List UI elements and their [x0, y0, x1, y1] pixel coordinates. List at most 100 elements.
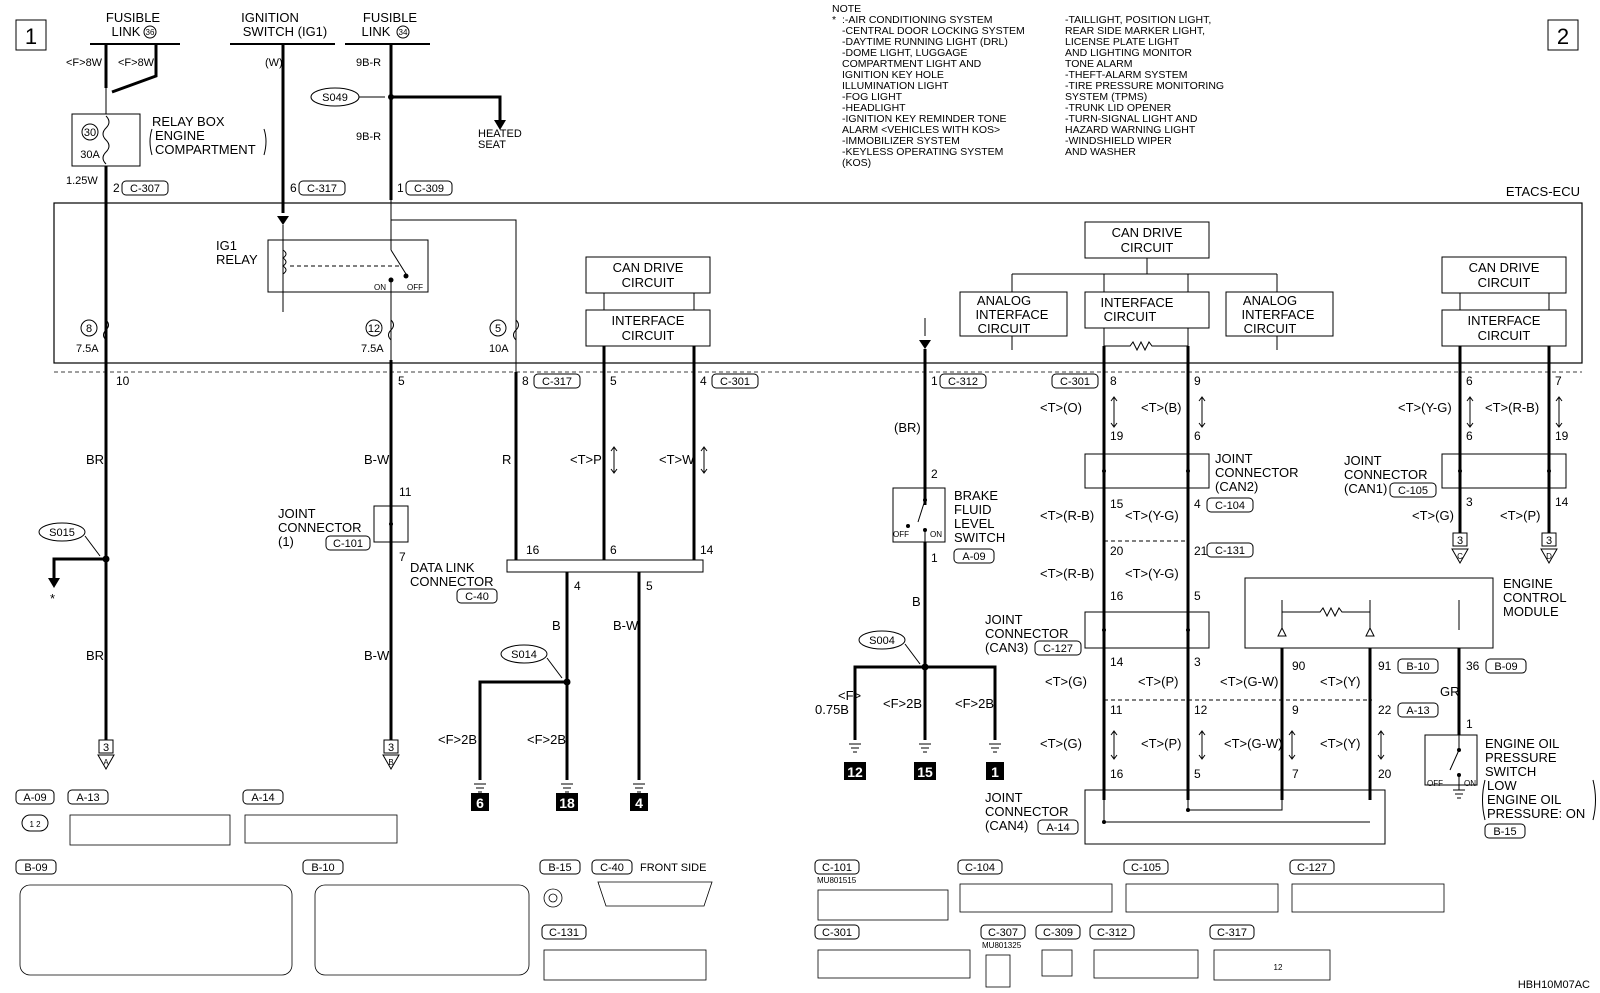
wire-t-p-can1: <T>(P): [1500, 508, 1540, 523]
pin-7-can4: 7: [1292, 767, 1299, 781]
ref-3a: 3 A: [97, 739, 115, 771]
ref-3d: 3 D: [1540, 532, 1558, 565]
connector-c301-right: C-301: [1060, 376, 1090, 388]
svg-text:ANALOG: ANALOG: [1243, 293, 1297, 308]
pin-20-can4: 20: [1378, 767, 1392, 781]
joint-connector-can3: JOINT CONNECTOR (CAN3) C-127 14 3: [985, 611, 1210, 669]
pin-6-can1: 6: [1466, 374, 1473, 388]
can-drive-circuit-left: CAN DRIVE CIRCUIT INTERFACE CIRCUIT: [585, 256, 711, 347]
note-line: AND WASHER: [1065, 146, 1136, 158]
svg-text:CAN DRIVE: CAN DRIVE: [1112, 225, 1183, 240]
connector-view-b09: B-09: [15, 859, 293, 976]
engine-oil-pressure-switch: 1 OFF ON ENGINE OIL PRESSURE SWITCH LOW …: [1424, 717, 1596, 839]
svg-text:19: 19: [1110, 429, 1124, 443]
svg-text:OFF: OFF: [407, 283, 423, 292]
note-line: SYSTEM (TPMS): [1065, 91, 1147, 103]
svg-text:CIRCUIT: CIRCUIT: [1121, 240, 1174, 255]
etacs-ecu-label: ETACS-ECU: [1506, 184, 1580, 199]
svg-text:6: 6: [1466, 429, 1473, 443]
wire-t-r-b: <T>(R-B): [1040, 508, 1094, 523]
svg-text:SWITCH: SWITCH: [954, 530, 1005, 545]
svg-text:C-307: C-307: [988, 927, 1018, 939]
note-line: :-AIR CONDITIONING SYSTEM: [842, 14, 993, 26]
wire-t-g-2: <T>(G): [1040, 736, 1082, 751]
svg-text:14: 14: [1110, 655, 1124, 669]
ref-3c: 3 C: [1451, 532, 1469, 565]
svg-text:6: 6: [476, 795, 484, 811]
ground-6: 6: [471, 783, 489, 811]
svg-text:PRESSURE: PRESSURE: [1485, 750, 1557, 765]
svg-text:FLUID: FLUID: [954, 502, 992, 517]
can-drive-circuit-right: CAN DRIVE CIRCUIT INTERFACE CIRCUIT: [1441, 256, 1567, 347]
svg-text:3: 3: [1194, 655, 1201, 669]
svg-text:JOINT: JOINT: [985, 790, 1023, 805]
svg-text:ENGINE OIL: ENGINE OIL: [1487, 792, 1561, 807]
connector-view-c131: C-131: [541, 924, 707, 981]
connector-a13-pin: A-13: [1406, 705, 1429, 717]
svg-text:CAN DRIVE: CAN DRIVE: [1469, 260, 1540, 275]
svg-text:CIRCUIT: CIRCUIT: [1478, 275, 1531, 290]
wire-f8w-a: <F>8W: [66, 57, 103, 69]
svg-text:SWITCH: SWITCH: [1485, 764, 1536, 779]
connector-view-c301: C-301: [814, 924, 971, 979]
wire-t-y-2: <T>(Y): [1320, 736, 1360, 751]
pin-16-can4: 16: [1110, 767, 1124, 781]
joint-connector-can2: 19 6 15 4 JOINT CONNECTOR (CAN2) C-104: [1084, 429, 1299, 513]
note-line: -DOME LIGHT, LUGGAGE: [842, 47, 967, 59]
svg-text:LOW: LOW: [1487, 778, 1517, 793]
svg-text:JOINT: JOINT: [278, 506, 316, 521]
svg-text:ON: ON: [374, 283, 386, 292]
svg-text:5: 5: [646, 579, 653, 593]
wire-t-r-b-can1: <T>(R-B): [1485, 400, 1539, 415]
note-line: -DAYTIME RUNNING LIGHT (DRL): [842, 36, 1008, 48]
svg-text:IG1: IG1: [216, 238, 237, 253]
svg-text:INTERFACE: INTERFACE: [976, 307, 1049, 322]
wire-1.25w: 1.25W: [66, 175, 98, 187]
note-line: (KOS): [842, 157, 871, 169]
svg-text:MU801515: MU801515: [817, 876, 857, 885]
wire-t-g-w-2: <T>(G-W): [1224, 736, 1283, 751]
svg-text:6: 6: [610, 543, 617, 557]
connector-view-c101: C-101 MU801515: [814, 859, 949, 921]
pin-11: 11: [1110, 703, 1123, 717]
wire-t-p-2: <T>(P): [1141, 736, 1181, 751]
svg-text:18: 18: [559, 795, 575, 811]
wire-t-p: <T>P: [570, 452, 602, 467]
note-line: REAR SIDE MARKER LIGHT,: [1065, 25, 1205, 37]
connector-view-c317: C-317 12: [1209, 924, 1331, 981]
svg-text:B-09: B-09: [1494, 661, 1517, 673]
brake-fluid-level-switch: 2 OFF ON 1 BRAKE FLUID LEVEL SWITCH A-09: [892, 467, 1005, 565]
svg-text:(CAN4): (CAN4): [985, 818, 1028, 833]
svg-text:(CAN1): (CAN1): [1344, 481, 1387, 496]
connector-view-c127: C-127: [1289, 859, 1445, 913]
svg-text:B-10: B-10: [1406, 661, 1429, 673]
svg-text:FUSIBLE: FUSIBLE: [363, 10, 418, 25]
svg-text:3: 3: [1546, 535, 1552, 547]
svg-text:IGNITION: IGNITION: [241, 10, 299, 25]
connector-c309: C-309: [414, 183, 444, 195]
svg-text:OFF: OFF: [893, 530, 909, 539]
pin-1: 1: [397, 181, 404, 195]
pin-8: 8: [522, 374, 529, 388]
svg-text:S015: S015: [49, 527, 75, 539]
splice-s004: S004: [858, 630, 921, 665]
connector-c317-top: C-317: [307, 183, 337, 195]
pin-4: 4: [700, 374, 707, 388]
svg-text:C-105: C-105: [1398, 485, 1428, 497]
pin-5-can3: 5: [1194, 589, 1201, 603]
svg-text:B-10: B-10: [311, 862, 334, 874]
note-line: -IGNITION KEY REMINDER TONE: [842, 113, 1007, 125]
svg-text:C-127: C-127: [1297, 862, 1327, 874]
svg-text:C-309: C-309: [1043, 927, 1073, 939]
svg-text:A-09: A-09: [962, 551, 985, 563]
note-line: -CENTRAL DOOR LOCKING SYSTEM: [842, 25, 1025, 37]
pin-1-c312: 1: [931, 374, 938, 388]
svg-text:A-14: A-14: [1046, 822, 1069, 834]
connector-view-c307: C-307 MU801325: [980, 924, 1026, 988]
svg-text:B-15: B-15: [548, 862, 571, 874]
svg-text:RELAY: RELAY: [216, 252, 258, 267]
svg-text:12: 12: [1274, 963, 1283, 972]
note-line: HAZARD WARNING LIGHT: [1065, 124, 1196, 136]
svg-text:2: 2: [931, 467, 938, 481]
svg-text:ON: ON: [1464, 779, 1476, 788]
